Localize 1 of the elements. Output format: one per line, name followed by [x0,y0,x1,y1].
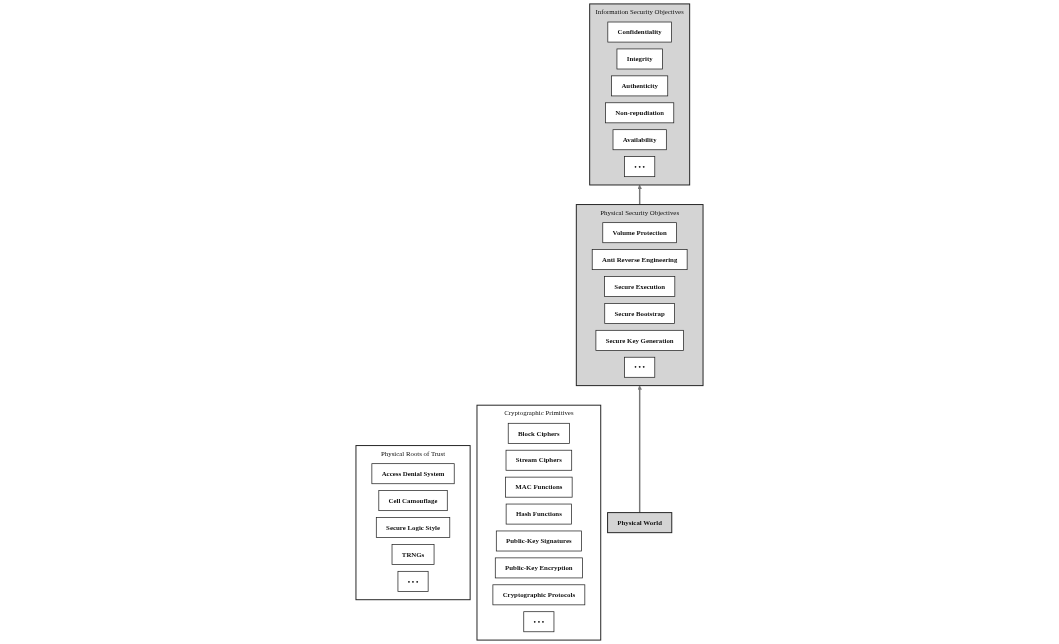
arrow [637,385,642,514]
